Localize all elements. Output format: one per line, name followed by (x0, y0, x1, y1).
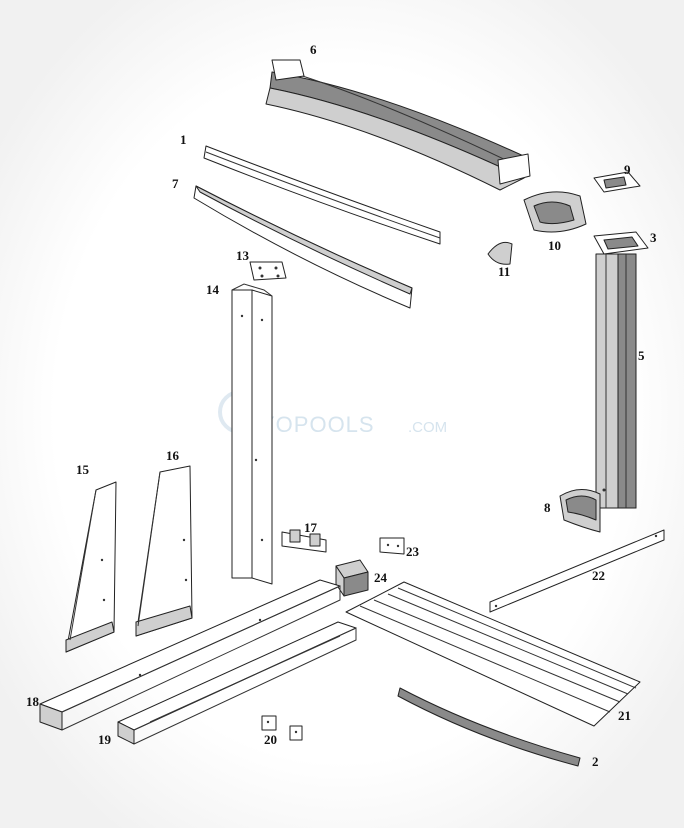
watermark-suffix: .COM (408, 419, 447, 436)
part-18-bottom-channel (39, 579, 341, 731)
label-part-3: 3 (650, 230, 657, 245)
label-part-15: 15 (76, 462, 90, 477)
part-23-clip (379, 537, 405, 555)
label-part-16: 16 (166, 448, 180, 463)
part-2-curved-rail (397, 687, 581, 767)
part-11-cover (487, 241, 513, 265)
part-6-top-rail (265, 59, 531, 191)
part-16-buttress (135, 465, 193, 637)
label-part-17: 17 (304, 520, 318, 535)
part-14-upright (231, 283, 273, 585)
label-part-10: 10 (548, 238, 561, 253)
label-part-21: 21 (618, 708, 631, 723)
label-part-2: 2 (592, 754, 599, 769)
part-1-curved-rail (203, 145, 441, 245)
label-part-1: 1 (180, 132, 187, 147)
part-9-connector (593, 171, 641, 193)
label-part-14: 14 (206, 282, 220, 297)
part-17-bracket (281, 529, 327, 553)
part-13-top-plate (249, 261, 287, 281)
label-part-18: 18 (26, 694, 40, 709)
part-8-bottom-shoe (559, 489, 601, 533)
label-part-24: 24 (374, 570, 388, 585)
part-24-block (335, 559, 369, 597)
part-22-strap (489, 529, 665, 613)
label-part-11: 11 (498, 264, 510, 279)
label-part-22: 22 (592, 568, 605, 583)
label-part-19: 19 (98, 732, 112, 747)
label-part-5: 5 (638, 348, 645, 363)
label-part-13: 13 (236, 248, 250, 263)
part-21-panel (345, 581, 641, 727)
part-15-buttress (65, 481, 117, 653)
part-labels: 1 2 3 5 6 7 8 9 10 11 13 14 15 16 17 18 … (26, 42, 657, 769)
label-part-23: 23 (406, 544, 420, 559)
label-part-9: 9 (624, 162, 631, 177)
part-10-top-cap (523, 191, 587, 233)
part-20-plates (261, 715, 303, 741)
label-part-6: 6 (310, 42, 317, 57)
part-3-top-plate (593, 231, 649, 255)
part-5-upright (595, 253, 637, 509)
label-part-20: 20 (264, 732, 277, 747)
part-7-stabilizer (193, 185, 413, 309)
label-part-8: 8 (544, 500, 551, 515)
part-19-bottom-channel (117, 621, 357, 745)
label-part-7: 7 (172, 176, 179, 191)
